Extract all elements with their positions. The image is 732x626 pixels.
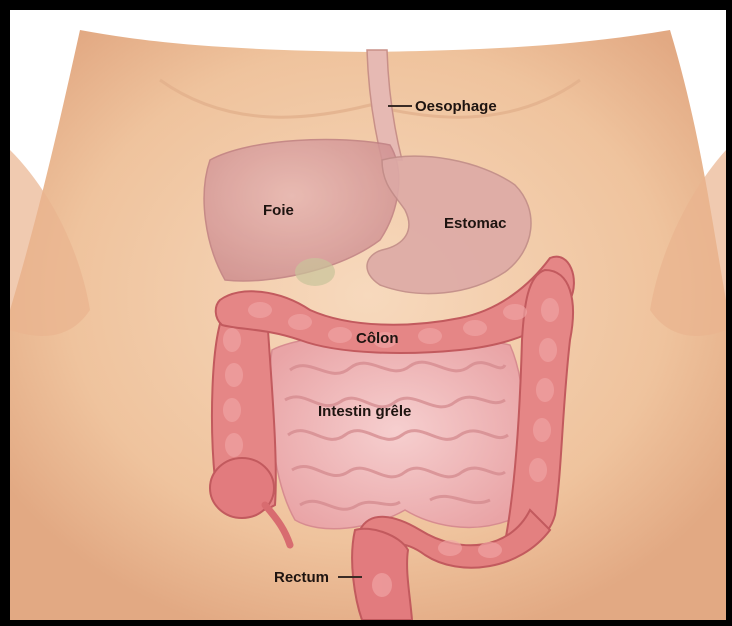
label-estomac: Estomac [444, 215, 507, 232]
label-oesophage: Oesophage [415, 98, 497, 115]
label-intestin-grele: Intestin grêle [318, 403, 411, 420]
diagram-canvas: Oesophage Foie Estomac Côlon Intestin gr… [10, 10, 726, 620]
gallbladder [295, 258, 335, 286]
digestive-system-illustration: Oesophage Foie Estomac Côlon Intestin gr… [10, 10, 726, 620]
label-colon: Côlon [356, 330, 399, 347]
label-foie: Foie [263, 202, 294, 219]
label-rectum: Rectum [274, 569, 329, 586]
